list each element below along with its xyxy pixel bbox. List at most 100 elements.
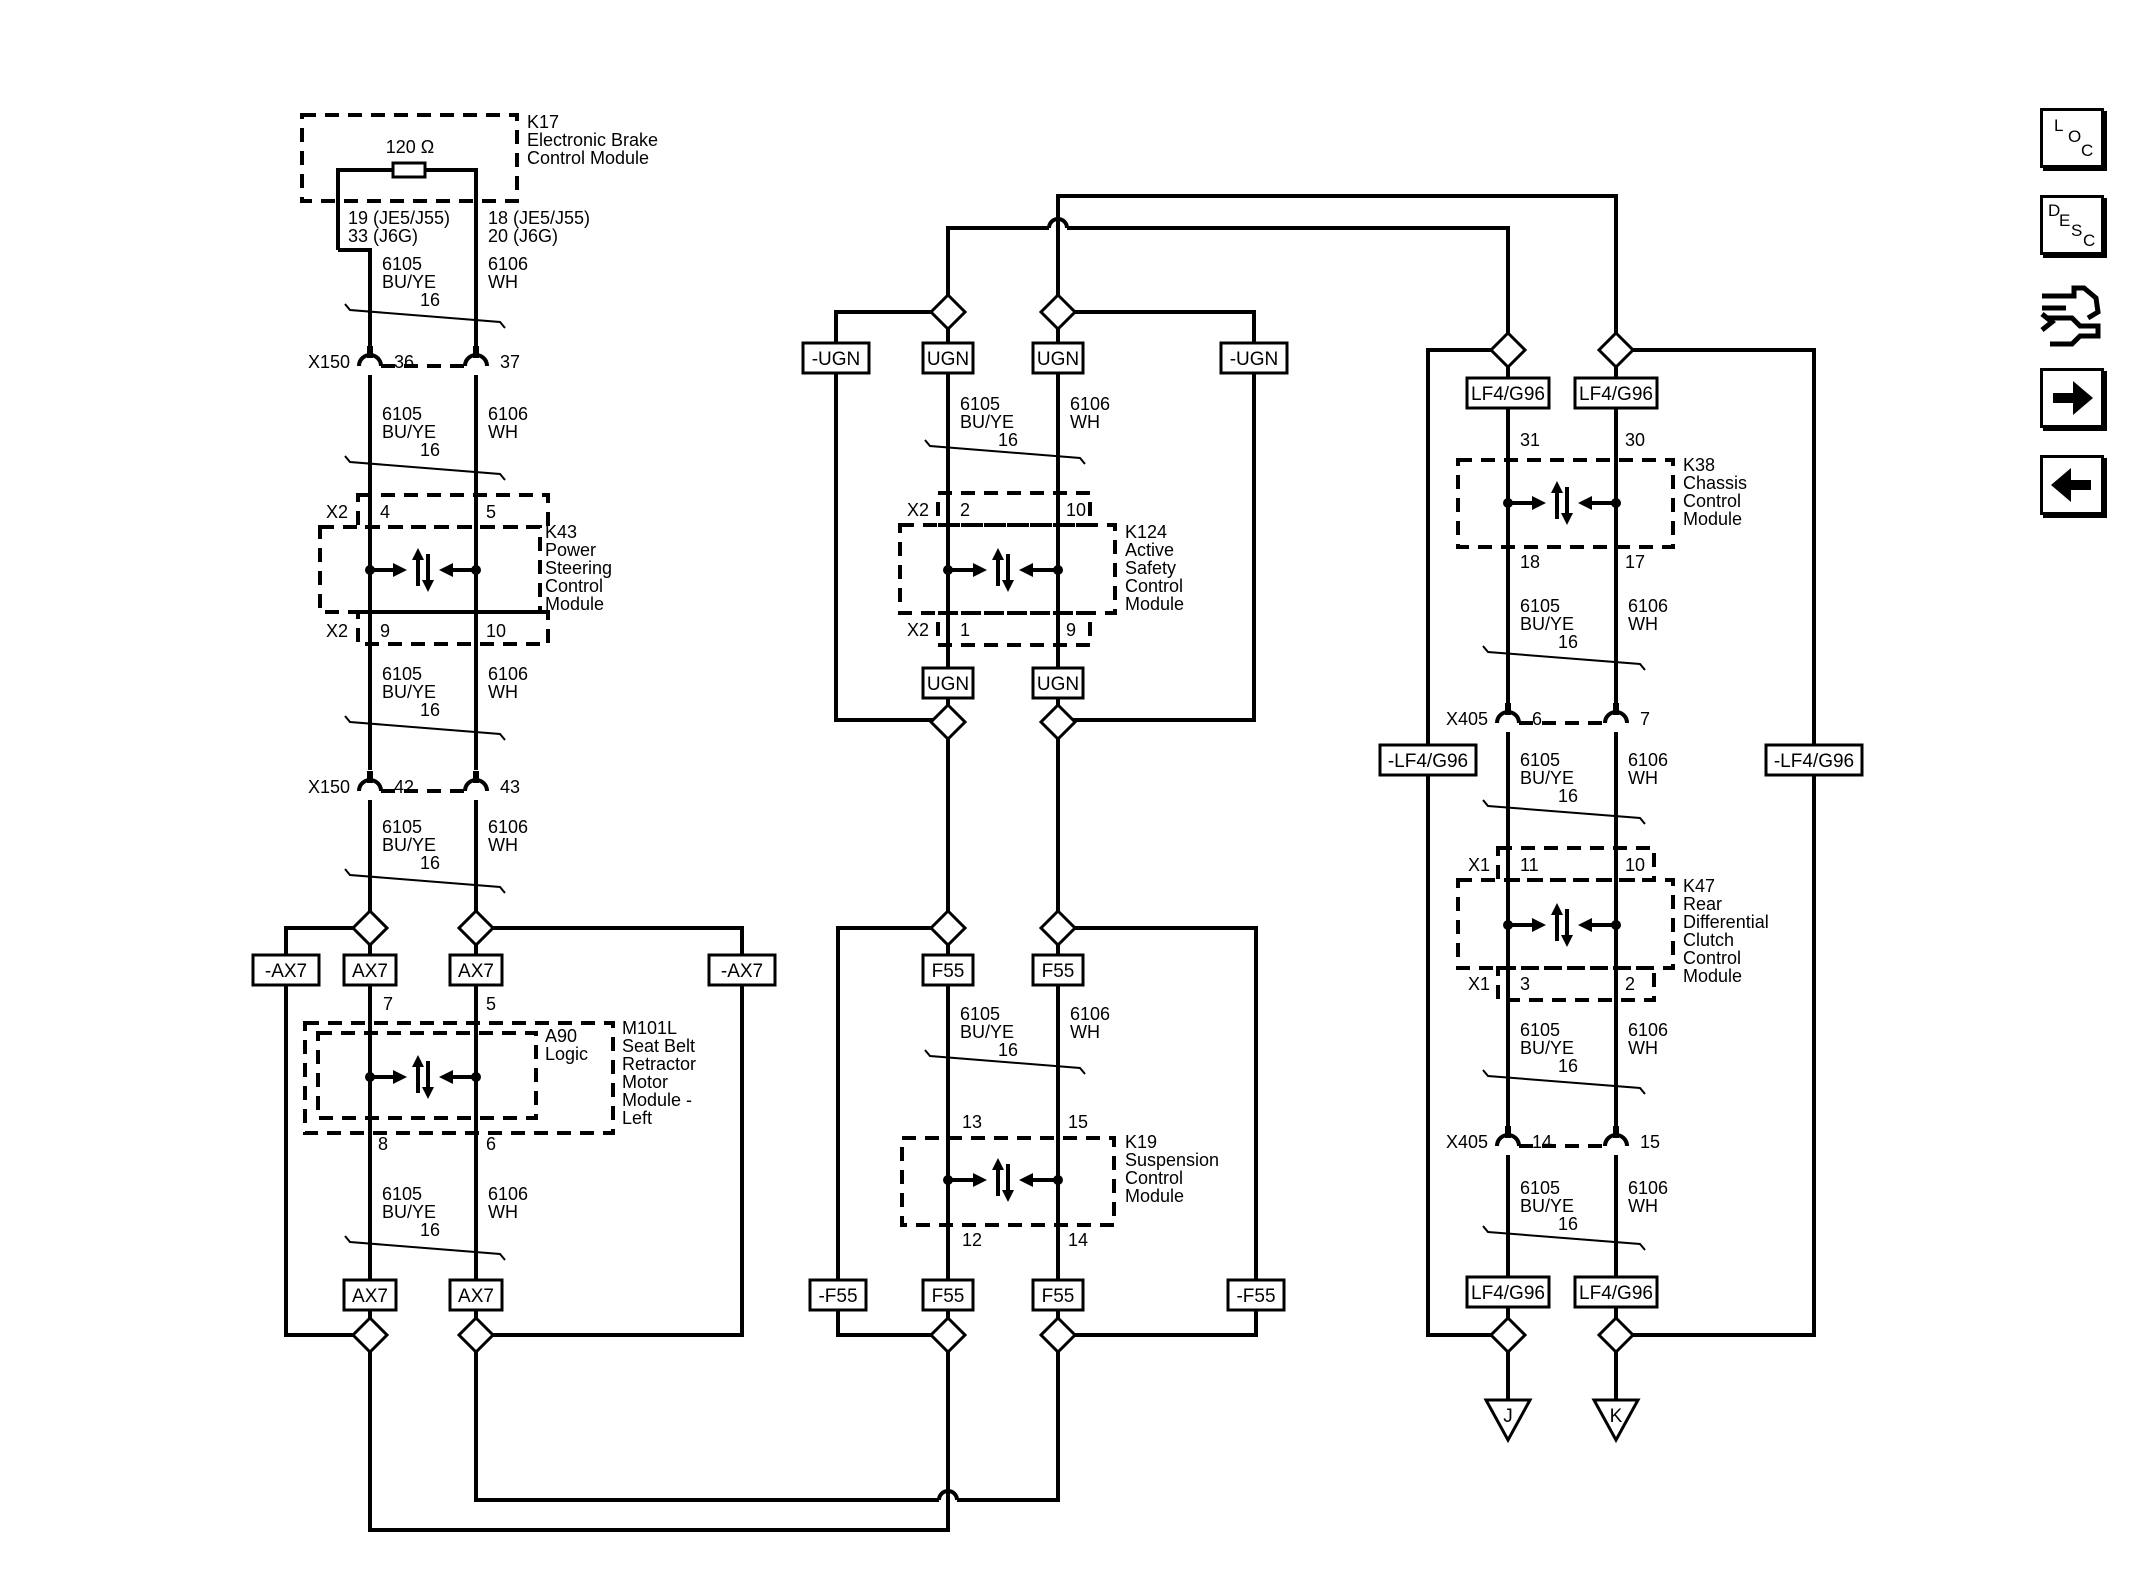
m101-pin: 8 [378, 1134, 388, 1154]
wire-gauge-label: 16 [998, 1040, 1018, 1060]
k47-connector-outline [1496, 966, 1656, 1002]
option-label-box [1031, 341, 1085, 375]
splice-diamond [350, 1315, 390, 1355]
wire-color-label: BU/YE [382, 682, 436, 702]
inline-connector-pin-number: 37 [500, 352, 520, 372]
wire-twist-mark [344, 868, 506, 894]
previous-button[interactable] [2040, 455, 2104, 515]
wire-gauge-label: 16 [420, 440, 440, 460]
option-label: AX7 [458, 1286, 494, 1307]
option-label-box [921, 953, 975, 987]
wire-twist-mark [344, 715, 506, 741]
wire-circuit-label: 6106 [488, 404, 528, 424]
wire-segment-23 [1426, 348, 1508, 1337]
option-label-box [808, 1278, 868, 1312]
offpage-label-k: K [1610, 1406, 1623, 1427]
k43-name: Module [545, 594, 604, 614]
inline-connector-pin-number: 15 [1640, 1132, 1660, 1152]
inline-connector-pin-number: 7 [1640, 709, 1650, 729]
wire-segment-10 [368, 1352, 950, 1532]
next-button[interactable] [2040, 368, 2104, 428]
resistor-symbol [391, 161, 427, 179]
desc-letter-d: D [2048, 201, 2060, 220]
m101-pin: 5 [486, 994, 496, 1014]
option-label: LF4/G96 [1579, 1283, 1653, 1304]
splice-diamond [1488, 330, 1528, 370]
k47-pin: 2 [1625, 974, 1635, 994]
desc-letter-c: C [2083, 231, 2095, 250]
wire-twist-mark [1482, 645, 1646, 671]
m101-pin: 6 [486, 1134, 496, 1154]
k124-pin: 2 [960, 500, 970, 520]
option-label-box [921, 1278, 975, 1312]
option-label: F55 [1042, 961, 1075, 982]
wire-circuit-label: 6106 [488, 817, 528, 837]
arrow-left-icon [1019, 563, 1033, 577]
arrow-down-icon [422, 580, 434, 592]
k124-name: Module [1125, 594, 1184, 614]
k124-pin: 10 [1066, 500, 1086, 520]
wire-circuit-label: 6105 [382, 1184, 422, 1204]
option-label-box [801, 341, 871, 375]
option-label-box [1378, 743, 1478, 777]
m101-name: Left [622, 1108, 652, 1128]
arrow-up-icon [412, 1055, 424, 1067]
wire-circuit-label: 6106 [1628, 750, 1668, 770]
wire-color-label: WH [1070, 412, 1100, 432]
termination-resistor-value: 120 Ω [386, 137, 435, 157]
option-label-box [1573, 376, 1659, 410]
k17-pin-label: 33 (J6G) [348, 226, 418, 246]
wire-twist-mark [1482, 1069, 1646, 1095]
splice-diamond [1038, 908, 1078, 948]
k43-pin: 9 [380, 621, 390, 641]
wire-twist-mark [924, 439, 1086, 465]
splice-diamond [1488, 1315, 1528, 1355]
wire-segment-15 [946, 226, 1049, 310]
m101-pin: 7 [383, 994, 393, 1014]
wire-color-label: WH [1628, 1038, 1658, 1058]
arrow-right-icon [973, 563, 987, 577]
option-label-box [1465, 1275, 1551, 1309]
wire-gauge-label: 16 [420, 853, 440, 873]
splice-diamond [928, 1315, 968, 1355]
k17-pin-label: 18 (JE5/J55) [488, 208, 590, 228]
inline-connector-pin [367, 771, 373, 783]
k47-connector-name: X1 [1468, 855, 1490, 875]
k43-pin: 5 [486, 502, 496, 522]
loc-letter-l: L [2054, 116, 2063, 135]
wire-segment-2 [338, 248, 372, 358]
k124-connector-name: X2 [907, 620, 929, 640]
k17-pin-label: 20 (J6G) [488, 226, 558, 246]
a90-logic-outline [316, 1031, 538, 1120]
splice-diamond [1038, 292, 1078, 332]
arrow-left-icon [439, 1070, 453, 1084]
m101-ref: M101L [622, 1018, 677, 1038]
k43-connector-outline [356, 493, 550, 529]
k17-pin-label: 19 (JE5/J55) [348, 208, 450, 228]
splice-diamond [1038, 1315, 1078, 1355]
k19-pin: 15 [1068, 1112, 1088, 1132]
wire-segment-1 [425, 168, 478, 250]
arrow-up-icon [992, 1158, 1004, 1170]
wire-circuit-label: 6105 [382, 254, 422, 274]
k17-name: Control Module [527, 148, 649, 168]
splice-diamond [928, 908, 968, 948]
wire-twist-mark [1482, 799, 1646, 825]
option-label-box [1764, 743, 1864, 777]
arrow-left-icon [1019, 1173, 1033, 1187]
wire-twist-mark [924, 1049, 1086, 1075]
connector-wrench-icon[interactable] [2036, 278, 2106, 348]
previous-arrow-icon [2051, 468, 2091, 502]
wire-gauge-label: 16 [420, 700, 440, 720]
wire-circuit-label: 6105 [960, 394, 1000, 414]
k47-name: Clutch [1683, 930, 1734, 950]
wire-gauge-label: 16 [420, 290, 440, 310]
k38-pin: 18 [1520, 552, 1540, 572]
wire-gauge-label: 16 [420, 1220, 440, 1240]
wire-circuit-label: 6106 [1070, 394, 1110, 414]
arrow-up-icon [992, 548, 1004, 560]
arrow-right-icon [973, 1173, 987, 1187]
